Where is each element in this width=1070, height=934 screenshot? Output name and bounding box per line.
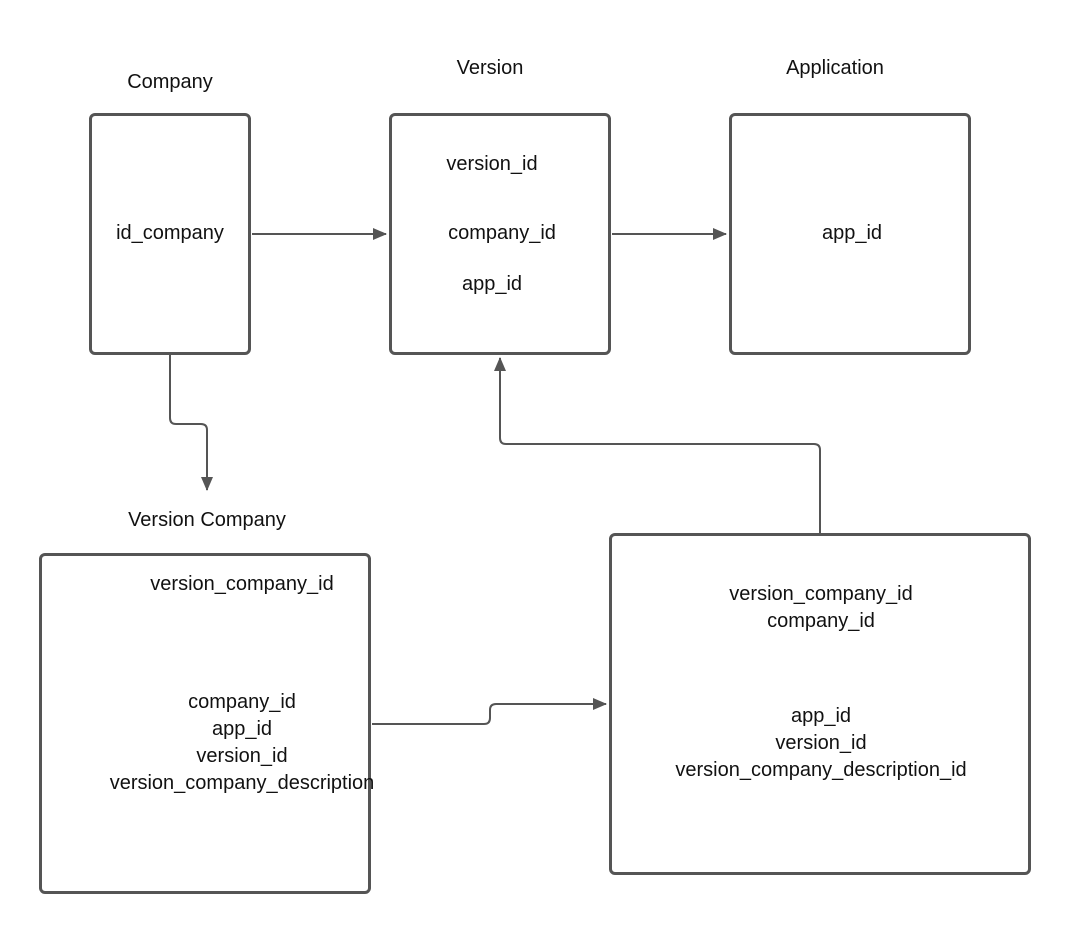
company-field-id-company: id_company (116, 222, 224, 244)
application-field-app-id: app_id (821, 222, 883, 244)
unnamed-entity-key-fields: version_company_id company_id (612, 581, 1030, 635)
version-company-field-version-id: version_id (196, 745, 288, 767)
unnamed-field-version-id: version_id (775, 732, 867, 754)
version-entity-box[interactable]: version_id company_id app_id (389, 113, 611, 355)
version-company-field-app-id: app_id (211, 718, 273, 740)
unnamed-field-version-company-id: version_company_id (729, 583, 913, 605)
version-field-version-id: version_id (446, 153, 538, 175)
version-field-app-id: app_id (461, 273, 523, 295)
arrow-version-company-to-right-entity (372, 698, 607, 725)
arrow-company-to-version-company (169, 354, 213, 491)
version-title: Version (456, 57, 524, 79)
company-title: Company (127, 71, 213, 93)
unnamed-field-description-id: version_company_description_id (675, 759, 967, 781)
version-company-field-company-id: company_id (188, 691, 296, 713)
unnamed-field-app-id: app_id (790, 705, 852, 727)
version-company-field-key: version_company_id (150, 573, 334, 595)
version-company-field-list: company_id app_id version_id version_com… (82, 689, 402, 797)
version-company-field-description: version_company_description (109, 772, 375, 794)
unnamed-field-company-id: company_id (767, 610, 875, 632)
application-title: Application (786, 57, 884, 79)
arrow-right-entity-to-version (494, 357, 821, 533)
application-entity-box[interactable]: app_id (729, 113, 971, 355)
version-company-title: Version Company (128, 509, 286, 531)
unnamed-entity-box[interactable]: version_company_id company_id app_id ver… (609, 533, 1031, 875)
version-field-company-id: company_id (448, 222, 556, 244)
version-company-entity-box[interactable]: version_company_id company_id app_id ver… (39, 553, 374, 894)
unnamed-entity-field-list: app_id version_id version_company_descri… (612, 703, 1030, 784)
company-entity-box[interactable]: id_company (89, 113, 251, 355)
